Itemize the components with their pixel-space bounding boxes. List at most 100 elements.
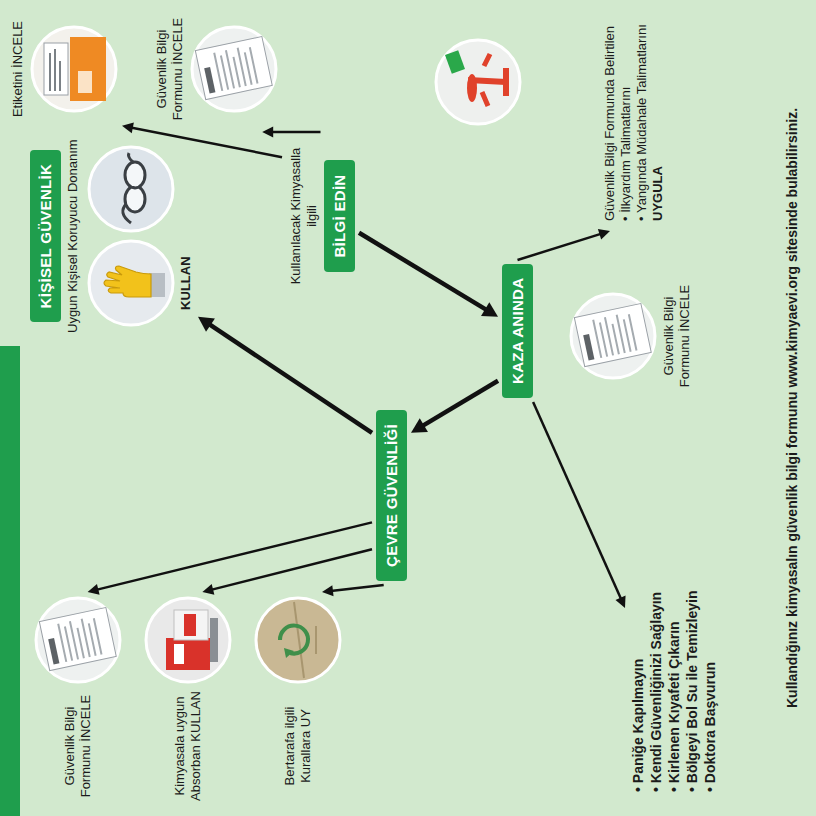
section-heading: BİLGİ EDİN [324, 161, 355, 272]
form-photo-part [571, 294, 655, 378]
arrow-head [202, 584, 214, 595]
section-heading: KİŞİSEL GÜVENLİK [30, 150, 61, 323]
subtitle: Uygun Kişisel Koruyucu Donanım [65, 139, 81, 333]
form-photo-part [36, 598, 120, 682]
recycle-box-photo-part [284, 648, 294, 658]
instruction-block: Güvenlik Bilgi Formunda Belirtilen• İlky… [430, 20, 670, 231]
label-photo-part [50, 49, 60, 91]
form-photo-part-part [574, 303, 651, 366]
action-item-part: Güvenlik Bilgi Formunu İNCELE [661, 277, 693, 395]
side-band [0, 346, 20, 816]
recycle-box-photo [254, 596, 342, 684]
arrow-line [271, 131, 321, 134]
glove-photo-part [104, 266, 151, 297]
list-item: • Kirlenen Kıyafeti Çıkarın [665, 621, 683, 792]
form-photo-part [574, 303, 651, 366]
glove-photo-part [89, 241, 173, 325]
form-photo-part-part [583, 334, 594, 361]
flow-arrow [88, 522, 372, 594]
action-item-part: Güvenlik Bilgi Formunu İNCELE [154, 10, 186, 128]
flow-arrow [202, 549, 372, 594]
action-item-part: Bertarafa ilgili Kurallara UY [282, 688, 314, 804]
arrow-head [411, 418, 428, 433]
recycle-box-photo-part [315, 626, 317, 654]
absorbent-photo-part [174, 610, 208, 640]
section-heading: KAZA ANINDA [502, 264, 533, 398]
flow-arrow [322, 585, 384, 596]
eyewash-photo-part [482, 54, 490, 106]
arrow-head [122, 122, 134, 133]
action-item: Bertarafa ilgili Kurallara UY [250, 592, 346, 808]
arrow-line [533, 402, 621, 600]
arrow-line [211, 549, 372, 590]
recycle-box-photo-part [256, 598, 340, 682]
form-photo-part [195, 36, 272, 99]
section-note: Kullanılacak Kimyasalla ilgili [288, 136, 320, 296]
eyewash-photo-part [467, 74, 477, 102]
form-photo-part-part [593, 312, 636, 358]
arrow-line [208, 323, 372, 432]
arrow-line [518, 234, 602, 260]
form-photo-part-part [48, 638, 59, 665]
section-group-part-part [87, 145, 175, 233]
action-item: Etiketini İNCELE [6, 6, 122, 132]
goggles-photo-part [125, 162, 145, 188]
label-photo-part [32, 27, 116, 111]
section-box: KAZA ANINDA [498, 260, 537, 402]
arrow-head [322, 585, 334, 596]
recycle-box-photo-part [294, 602, 304, 678]
list-item: • Doktora Başvurun [701, 662, 719, 792]
eyewash-photo-part [503, 68, 509, 96]
action-text: Güvenlik Bilgi Formunu İNCELE [62, 688, 94, 804]
list-item: • Kendi Güvenliğinizi Sağlayın [647, 592, 665, 792]
arrow-head [88, 584, 100, 595]
arrow-line [331, 585, 384, 591]
arrow-head [598, 229, 610, 239]
instruction-block-part [434, 24, 522, 221]
eyewash-photo [434, 38, 522, 126]
absorbent-photo-part [146, 598, 230, 682]
form-photo-part-part [204, 67, 215, 94]
footer-note: Kullandığınız kimyasalın güvenlik bilgi … [784, 108, 801, 708]
glove-photo [87, 239, 175, 327]
label-photo-part [70, 37, 106, 101]
form-photo [34, 596, 122, 684]
goggles-photo-part [132, 186, 135, 188]
flow-arrow [518, 229, 611, 260]
goggles-photo-part [129, 153, 134, 162]
section-box: Kullanılacak Kimyasalla ilgiliBİLGİ EDİN [282, 132, 359, 300]
arrow-line [421, 381, 498, 427]
instruction-line: • Yangında Müdahale Talimatlarını [634, 24, 650, 221]
form-photo-part-part [39, 607, 116, 670]
action-verb: KULLAN [178, 256, 194, 309]
instruction-line: • İlkyardım Talimatlarını [618, 24, 634, 221]
section-box: ÇEVRE GÜVENLİĞİ [372, 406, 411, 585]
bullet-list: • Paniğe Kapılmayın• Kendi Güvenliğinizi… [625, 587, 723, 796]
action-text: Güvenlik Bilgi Formunu İNCELE [154, 10, 186, 128]
action-item: Güvenlik Bilgi Formunu İNCELE [30, 592, 126, 808]
absorbent-photo-part [174, 644, 184, 664]
flow-arrow [262, 127, 320, 138]
action-item-part: Güvenlik Bilgi Formunu İNCELE [62, 688, 94, 804]
goggles-photo-part [89, 147, 173, 231]
form-photo [569, 292, 657, 380]
arrow-head [481, 302, 498, 317]
action-text: Kimyasala uygun Absorban KULLAN [172, 688, 204, 804]
form-photo-part-part [58, 616, 101, 662]
section-group: KİŞİSEL GÜVENLİKUygun Kişisel Koruyucu D… [26, 135, 198, 337]
arrow-line [96, 522, 372, 590]
flow-arrow [359, 233, 498, 317]
absorbent-photo [144, 596, 232, 684]
goggles-photo [87, 145, 175, 233]
absorbent-photo-part [166, 638, 210, 670]
action-text: Güvenlik Bilgi Formunu İNCELE [661, 277, 693, 395]
form-photo-part [192, 27, 276, 111]
list-item: • Paniğe Kapılmayın [629, 659, 647, 792]
recycle-box-photo-part [280, 626, 308, 654]
flow-arrow [198, 317, 372, 433]
label-photo [30, 25, 118, 113]
action-item: Güvenlik Bilgi Formunu İNCELE [150, 6, 282, 132]
form-photo-part-part [195, 36, 272, 99]
flow-arrow [411, 381, 498, 433]
